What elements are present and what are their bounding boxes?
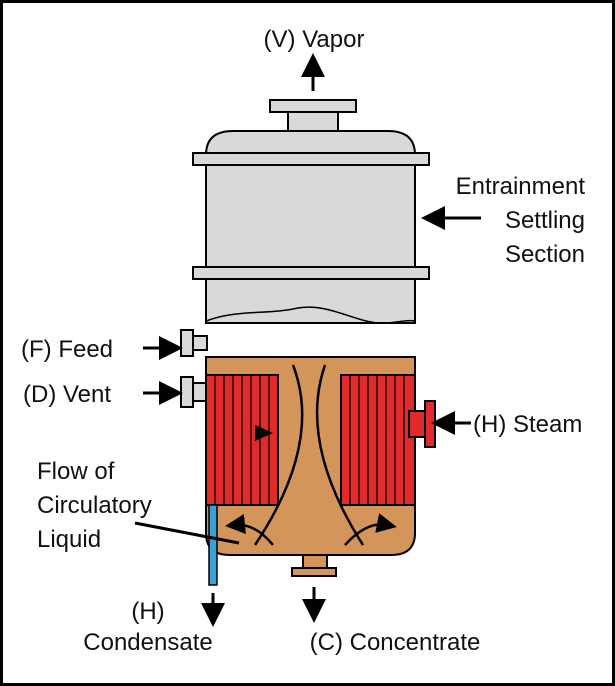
tube-flow-arrow-icon — [255, 425, 273, 441]
evaporator-diagram: (V) Vapor Entrainment Settling Section (… — [21, 26, 586, 656]
upper-flange-bottom — [192, 266, 430, 280]
concentrate-outlet-neck — [302, 554, 328, 570]
vent-label: (D) Vent — [23, 381, 111, 408]
vapor-label: (V) Vapor — [264, 26, 365, 53]
circulation-left-curve — [253, 364, 304, 546]
flow-label-pointer — [134, 521, 240, 545]
circulation-bottom-right-arrow — [344, 513, 397, 546]
vent-nozzle-pipe — [192, 382, 208, 402]
circulation-bottom-left-arrow — [225, 514, 274, 546]
vent-nozzle-flange — [180, 376, 194, 408]
feed-label: (F) Feed — [21, 336, 113, 363]
entrainment-label-line2: Settling — [505, 207, 585, 234]
flow-label-line1: Flow of — [37, 458, 115, 485]
right-tube-lines — [349, 375, 405, 505]
entrainment-label-line1: Entrainment — [456, 173, 586, 200]
feed-nozzle-flange — [180, 329, 194, 357]
condensate-label-line1: (H) — [131, 598, 164, 625]
liquid-surface-line — [205, 306, 416, 324]
entrainment-label-line3: Section — [505, 241, 585, 268]
vapor-outlet-flange — [269, 99, 357, 113]
steam-inlet-flange — [424, 400, 436, 448]
flow-label-line2: Circulatory — [37, 492, 152, 519]
condensate-pipe — [208, 504, 218, 586]
condensate-label-line2: Condensate — [83, 629, 212, 656]
feed-nozzle-pipe — [192, 335, 208, 351]
flow-label-line3: Liquid — [37, 526, 101, 553]
upper-flange-top — [192, 152, 430, 166]
left-tube-lines — [214, 375, 270, 505]
circulation-right-curve — [315, 364, 365, 546]
concentrate-outlet-flange — [291, 567, 337, 577]
concentrate-label: (C) Concentrate — [310, 629, 481, 656]
steam-label: (H) Steam — [473, 411, 582, 438]
right-tube-bundle — [340, 374, 416, 506]
